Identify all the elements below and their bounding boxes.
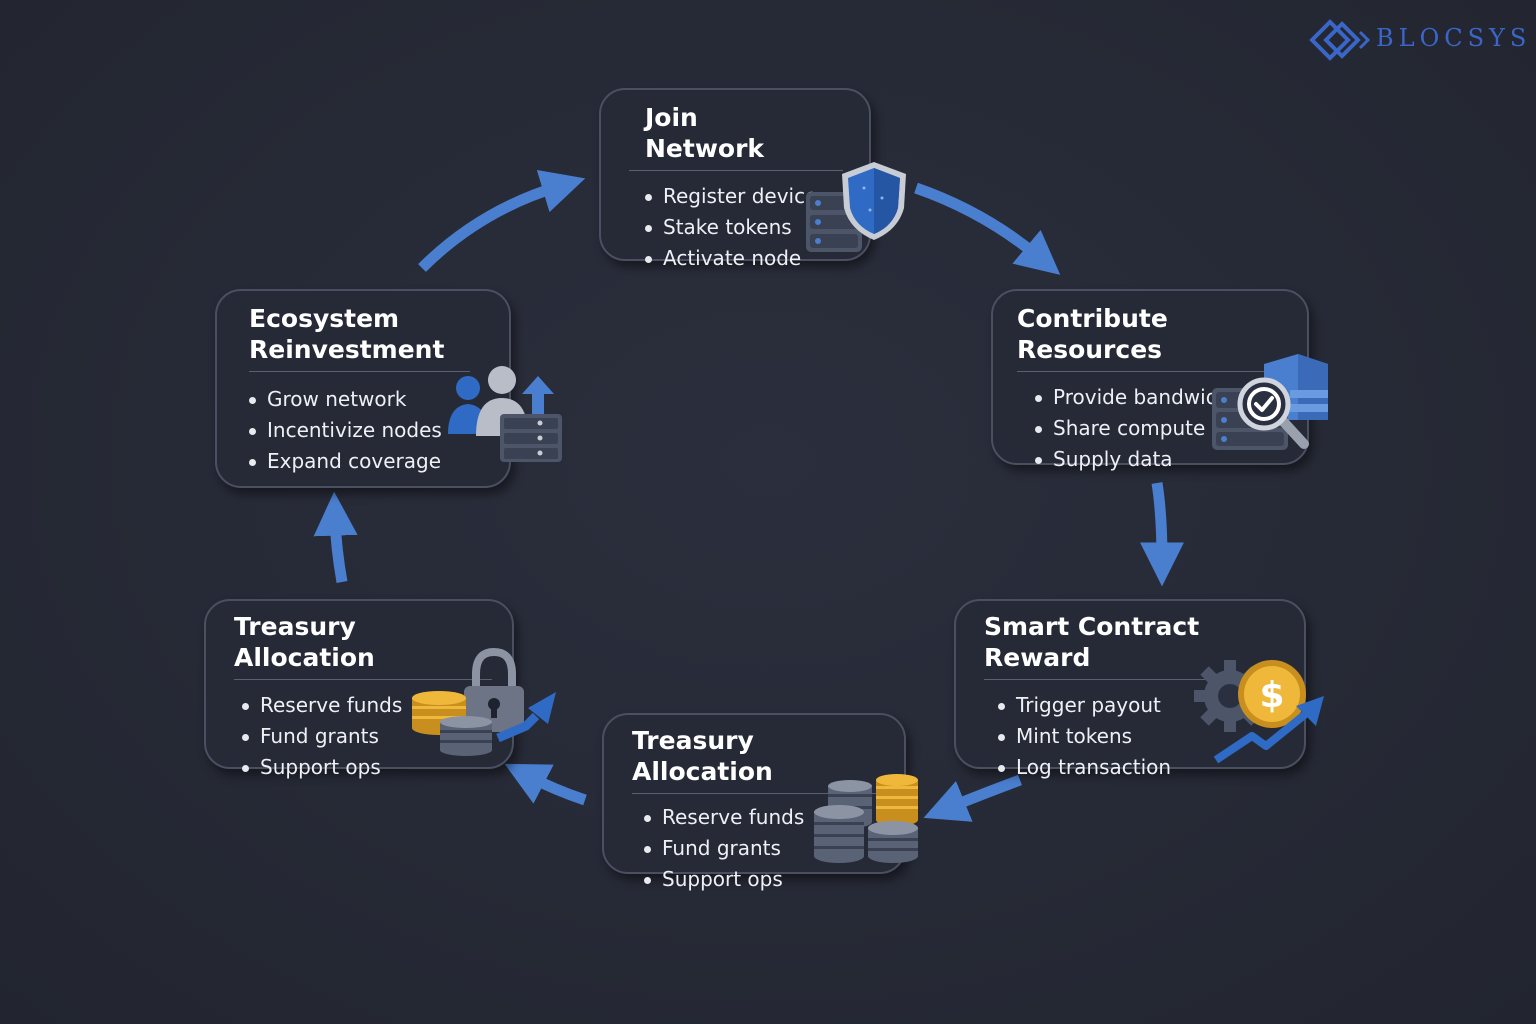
svg-text:$: $ (1259, 675, 1284, 716)
list-item: Stake tokens (645, 212, 843, 243)
arrow-reward-to-treasury-center (923, 774, 1022, 822)
card-title-line: Reinvestment (249, 335, 445, 364)
card-list: Reserve funds Fund grants Support ops (234, 690, 492, 783)
card-title: Ecosystem Reinvestment (249, 303, 471, 372)
list-item: Incentivize nodes (249, 415, 485, 446)
list-item: Grow network (249, 384, 485, 415)
list-item: Support ops (242, 752, 492, 783)
card-title: Treasury Allocation (234, 611, 492, 680)
card-smart-contract-reward: Smart Contract Reward Trigger payout Min… (954, 599, 1306, 779)
server-magnifier-check-icon (1212, 354, 1328, 450)
people-server-upload-icon (448, 366, 562, 462)
list-item: Expand coverage (249, 446, 485, 477)
list-item: Fund grants (644, 833, 884, 864)
card-title-line: Ecosystem (249, 304, 400, 333)
list-item: Share compute (1035, 413, 1287, 444)
arrow-contribute-to-reward (1139, 482, 1184, 587)
list-item: Fund grants (242, 721, 492, 752)
list-item: Supply data (1035, 444, 1287, 475)
gear-dollar-coin-trend-icon: $ (1194, 660, 1324, 764)
card-list: Provide bandwidth Share compute Supply d… (1017, 382, 1287, 475)
card-title: Contribute Resources (1017, 303, 1287, 372)
list-item: Trigger payout (998, 690, 1284, 721)
lock-coins-trend-icon (412, 647, 556, 756)
arrow-reinvest-to-join (418, 169, 586, 272)
blocsys-logo-icon (1309, 19, 1371, 61)
card-list: Register device Stake tokens Activate no… (629, 181, 843, 274)
card-list: Reserve funds Fund grants Support ops (632, 802, 884, 895)
shield-server-icon (806, 162, 906, 252)
list-item: Reserve funds (242, 690, 492, 721)
list-item: Support ops (644, 864, 884, 895)
coin-stacks-icon (814, 774, 918, 863)
arrow-treasury-center-to-left (504, 763, 587, 806)
list-item: Provide bandwidth (1035, 382, 1287, 413)
list-item: Activate node (645, 243, 843, 274)
card-ecosystem-reinvestment: Ecosystem Reinvestment Grow network Ince… (215, 289, 511, 488)
list-item: Log transaction (998, 752, 1284, 783)
brand-name: BLOCSYS (1376, 24, 1532, 52)
list-item: Register device (645, 181, 843, 212)
card-title: Treasury Allocation (632, 725, 884, 794)
arrow-treasury-left-to-reinvest (313, 491, 358, 583)
card-list: Grow network Incentivize nodes Expand co… (249, 384, 485, 477)
card-title: Smart Contract Reward (984, 611, 1284, 680)
list-item: Reserve funds (644, 802, 884, 833)
card-list: Trigger payout Mint tokens Log transacti… (984, 690, 1284, 783)
arrow-join-to-contribute (914, 182, 1061, 275)
list-item: Mint tokens (998, 721, 1284, 752)
card-title: Join Network (629, 102, 843, 171)
